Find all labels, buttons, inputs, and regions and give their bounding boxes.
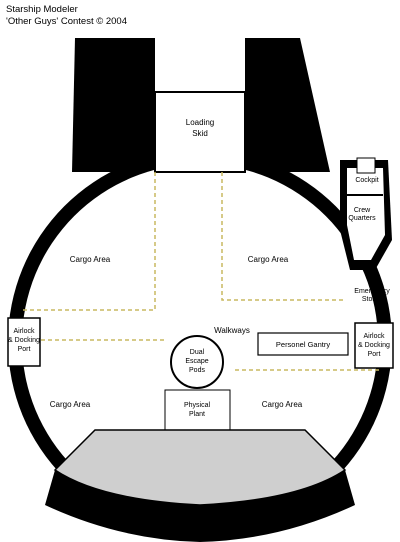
cargo-boundaries (20, 172, 380, 371)
loading-skid-label-1: Loading (186, 118, 214, 127)
physical-plant-label-1: Physical (184, 402, 211, 409)
airlock-right-label-1: Airlock (363, 333, 385, 340)
escape-pods-label-2: Escape (185, 358, 208, 365)
loading-skid (154, 91, 246, 173)
emergency-stores-label-1: Emergency (354, 288, 390, 295)
credit-line-1: Starship Modeler (6, 4, 78, 15)
airlock-left (7, 317, 41, 367)
exhaust-band (45, 470, 355, 542)
escape-pods-label-1: Dual (190, 349, 205, 356)
cargo-area-ne-label: Cargo Area (248, 255, 289, 264)
cockpit-arm-floor (347, 168, 385, 260)
airlock-right-label-2: & Docking (358, 342, 390, 349)
credit-line-2: 'Other Guys' Contest © 2004 (6, 16, 127, 27)
airlock-right-label-3: Port (368, 351, 381, 358)
escape-pods (170, 335, 224, 389)
emergency-stores-label-2: Stores (362, 296, 383, 303)
airlock-right (354, 322, 394, 369)
cockpit-label: Cockpit (355, 177, 378, 184)
right-mandible (245, 38, 330, 172)
personel-gantry-label: Personel Gantry (276, 340, 330, 349)
physical-plant (164, 389, 231, 431)
cargo-area-sw-label: Cargo Area (50, 400, 91, 409)
cargo-area-nw-label: Cargo Area (70, 255, 111, 264)
crew-quarters-label-1: Crew (354, 207, 371, 214)
personel-gantry (257, 332, 349, 356)
loading-skid-label-2: Skid (192, 129, 208, 138)
airlock-left-label-3: Port (18, 346, 31, 353)
escape-pods-label-3: Pods (189, 367, 205, 374)
walkways-label: Walkways (214, 326, 250, 335)
physical-plant-label-2: Plant (189, 411, 205, 418)
crew-quarters-label-2: Quarters (348, 215, 376, 222)
cargo-area-se-label: Cargo Area (262, 400, 303, 409)
airlock-left-label-1: Airlock (13, 328, 35, 335)
airlock-left-label-2: & Docking (8, 337, 40, 344)
cockpit-seats (356, 157, 376, 174)
left-mandible (72, 38, 155, 172)
